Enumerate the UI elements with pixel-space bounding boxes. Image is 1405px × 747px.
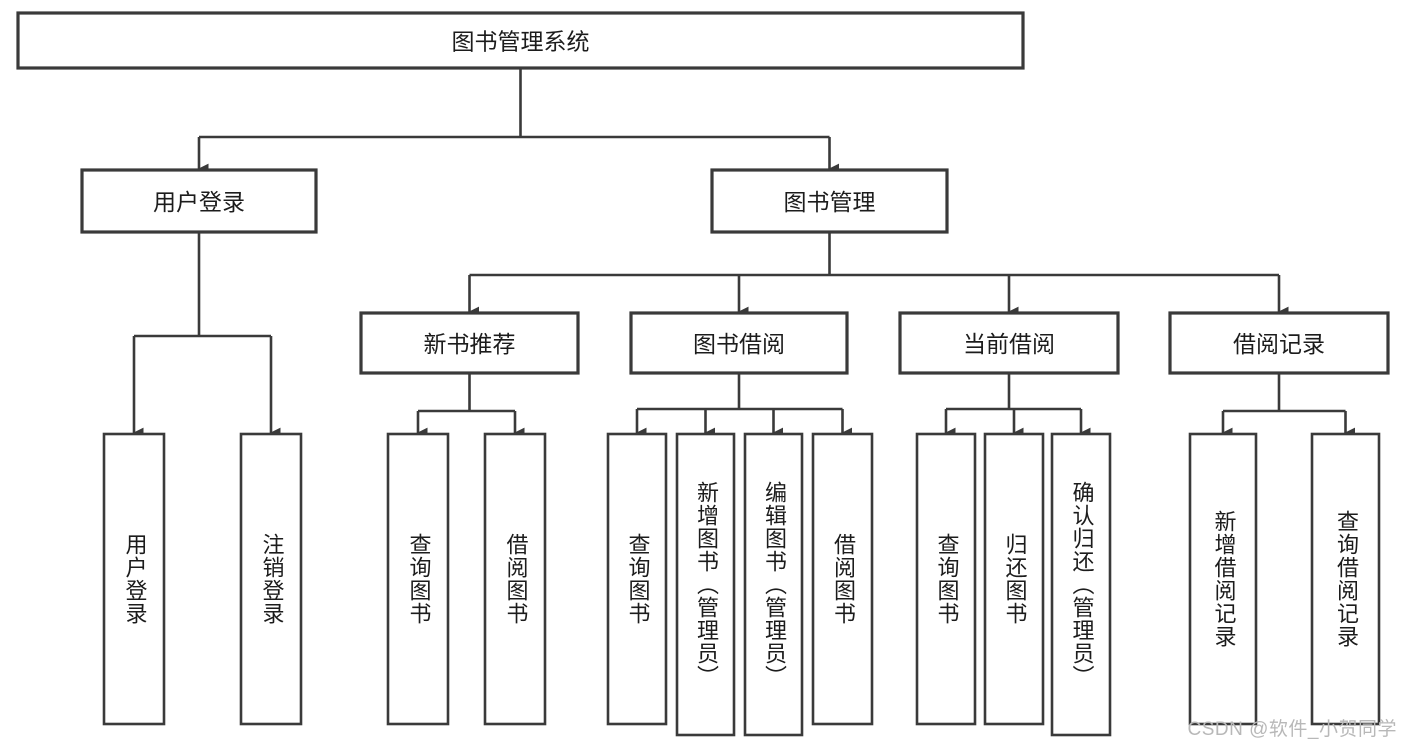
leaf-node-3-box[interactable] <box>483 432 547 726</box>
level2-node-1[interactable]: 图书管理 <box>710 168 949 234</box>
leaf-node-7[interactable] <box>811 432 874 726</box>
level2-node-0-label: 用户登录 <box>153 189 245 215</box>
leaf-node-10-box[interactable] <box>1050 432 1112 737</box>
level3-node-3-label: 借阅记录 <box>1233 331 1325 357</box>
leaf-node-8-box[interactable] <box>915 432 977 726</box>
level3-node-3-box[interactable] <box>1168 311 1390 375</box>
leaf-node-1[interactable] <box>239 432 303 726</box>
level3-node-2-box[interactable] <box>898 311 1120 375</box>
leaf-node-1-box[interactable] <box>239 432 303 726</box>
root-node-label: 图书管理系统 <box>452 29 590 55</box>
leaf-node-2[interactable] <box>386 432 450 726</box>
leaf-node-10[interactable] <box>1050 432 1112 737</box>
leaf-node-8[interactable] <box>915 432 977 726</box>
root-node[interactable]: 图书管理系统 <box>16 11 1025 70</box>
leaf-node-12[interactable] <box>1310 432 1381 726</box>
level3-node-1[interactable]: 图书借阅 <box>629 311 849 375</box>
level2-node-0[interactable]: 用户登录 <box>80 168 318 234</box>
level3-node-0-box[interactable] <box>359 311 580 375</box>
leaf-node-11[interactable] <box>1188 432 1258 726</box>
leaf-node-4-box[interactable] <box>606 432 668 726</box>
leaf-node-11-box[interactable] <box>1188 432 1258 726</box>
level2-node-1-box[interactable] <box>710 168 949 234</box>
level3-node-3[interactable]: 借阅记录 <box>1168 311 1390 375</box>
level3-node-1-label: 图书借阅 <box>693 331 785 357</box>
leaf-node-0-box[interactable] <box>102 432 166 726</box>
leaf-node-9-box[interactable] <box>983 432 1045 726</box>
leaf-node-3[interactable] <box>483 432 547 726</box>
leaf-node-7-box[interactable] <box>811 432 874 726</box>
level3-node-1-box[interactable] <box>629 311 849 375</box>
root-node-box[interactable] <box>16 11 1025 70</box>
level2-node-1-label: 图书管理 <box>784 189 876 215</box>
leaf-node-12-box[interactable] <box>1310 432 1381 726</box>
edges-layer <box>132 68 1356 439</box>
leaf-node-5-box[interactable] <box>675 432 736 737</box>
level2-node-0-box[interactable] <box>80 168 318 234</box>
leaf-node-5[interactable] <box>675 432 736 737</box>
level3-node-0[interactable]: 新书推荐 <box>359 311 580 375</box>
level3-node-2-label: 当前借阅 <box>963 331 1055 357</box>
level3-node-0-label: 新书推荐 <box>424 331 516 357</box>
leaf-node-0[interactable] <box>102 432 166 726</box>
level3-node-2[interactable]: 当前借阅 <box>898 311 1120 375</box>
leaf-node-6-box[interactable] <box>743 432 804 737</box>
leaf-node-4[interactable] <box>606 432 668 726</box>
watermark: CSDN @软件_小贺同学 <box>1187 719 1397 740</box>
leaf-node-9[interactable] <box>983 432 1045 726</box>
leaf-node-2-box[interactable] <box>386 432 450 726</box>
leaf-node-6[interactable] <box>743 432 804 737</box>
